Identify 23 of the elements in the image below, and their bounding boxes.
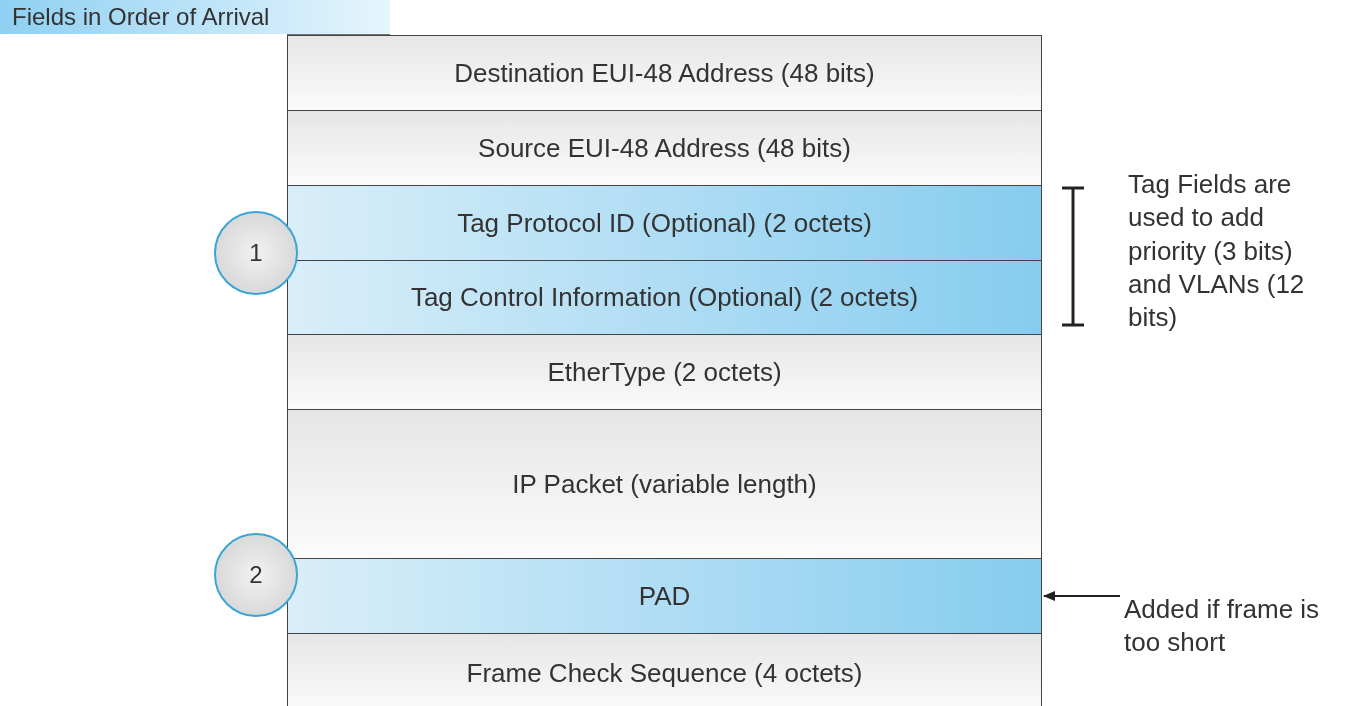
- field-label: Tag Protocol ID (Optional) (2 octets): [457, 207, 872, 239]
- field-box: [287, 633, 1042, 706]
- callout-number: 2: [249, 561, 263, 589]
- field-box: [287, 260, 1042, 335]
- field-box: [287, 110, 1042, 186]
- field-label: Destination EUI-48 Address (48 bits): [454, 57, 875, 89]
- field-box: [287, 185, 1042, 261]
- field-label: IP Packet (variable length): [512, 468, 817, 500]
- field-box: [287, 35, 1042, 111]
- field-label: EtherType (2 octets): [547, 356, 782, 388]
- callout-number: 1: [249, 239, 263, 267]
- title-tab: [0, 0, 390, 34]
- field-box: [287, 558, 1042, 634]
- field-box: [287, 334, 1042, 410]
- field-label: Source EUI-48 Address (48 bits): [478, 132, 851, 164]
- field-label: Tag Control Information (Optional) (2 octets): [410, 282, 919, 313]
- field-label: Frame Check Sequence (4 octets): [466, 657, 863, 689]
- arrow: [1043, 591, 1121, 601]
- title-text: Fields in Order of Arrival: [12, 3, 270, 31]
- field-box: [287, 409, 1042, 559]
- note-text: Added if frame is too short: [1124, 592, 1321, 659]
- field-label: PAD: [638, 580, 691, 612]
- annotation-text: Tag Fields are used to add priority (3 bits) and VLANs (12 bits): [1128, 168, 1306, 335]
